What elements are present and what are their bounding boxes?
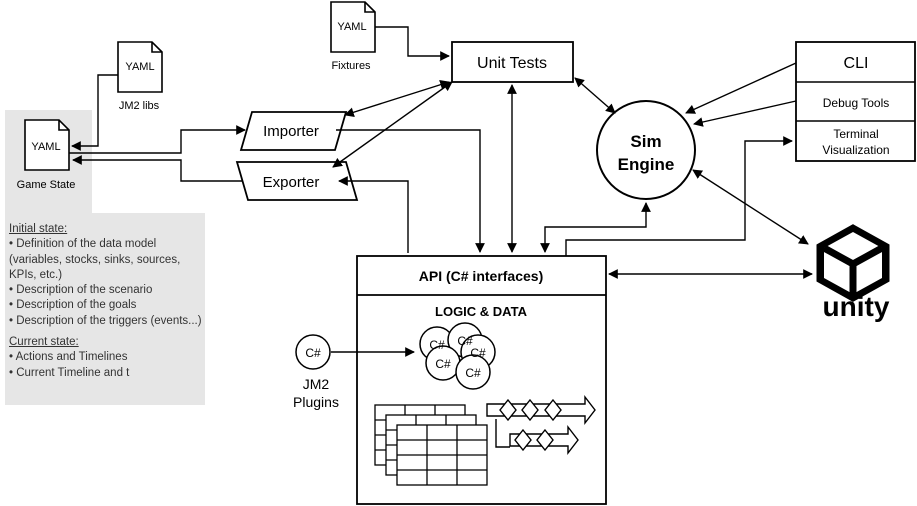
exporter-box (235, 161, 359, 201)
sim-engine-label-2: Engine (618, 155, 675, 174)
fixtures-yaml-label: YAML (337, 21, 366, 33)
unit-tests-label: Unit Tests (477, 55, 547, 72)
initial-item-4: • Description of the triggers (events...… (9, 314, 202, 327)
plugin-cs-label: C# (305, 346, 321, 360)
debug-tools-label: Debug Tools (823, 96, 890, 110)
importer-label: Importer (263, 123, 319, 140)
jm2-libs-yaml-file-icon: YAML (117, 41, 163, 93)
unity-wordmark: unity (823, 291, 890, 322)
game-state-yaml-label: YAML (31, 141, 60, 153)
state-notes: Initial state: • Definition of the data … (9, 222, 205, 381)
current-item-2: • Current Timeline and t (9, 366, 130, 379)
initial-item-2: • Description of the scenario (9, 284, 153, 297)
unit-tests-box (451, 41, 574, 83)
timeline-1-icon (486, 394, 596, 426)
current-item-1: • Actions and Timelines (9, 351, 128, 364)
game-state-yaml-file-icon: YAML (24, 119, 70, 171)
timeline-2-icon (495, 419, 579, 456)
cs-cluster-5: C# (465, 366, 481, 380)
logic-data-label: LOGIC & DATA (435, 304, 528, 319)
plugins-label-2: Plugins (293, 394, 339, 410)
plugin-cs-icon (295, 334, 331, 370)
game-state-caption: Game State (17, 179, 76, 191)
state-notes-panel (5, 213, 205, 405)
cs-cluster-1: C# (429, 338, 445, 352)
fixtures-yaml-file-icon: YAML (330, 1, 376, 53)
sim-engine-label-1: Sim (630, 132, 661, 151)
plugins-label-1: JM2 (303, 376, 330, 392)
api-label: API (C# interfaces) (419, 268, 543, 284)
cs-cluster-2: C# (457, 334, 473, 348)
jm2-libs-caption: JM2 libs (119, 100, 160, 112)
tables-icon (374, 404, 488, 486)
unity-logo-icon (816, 224, 890, 302)
cs-components-cluster: C# C# C# C# C# (419, 322, 496, 390)
jm2-libs-yaml-label: YAML (125, 61, 154, 73)
initial-item-3: • Description of the goals (9, 299, 137, 312)
initial-state-header: Initial state: (9, 223, 68, 235)
cs-cluster-4: C# (435, 357, 451, 371)
initial-item-1: • Definition of the data model (variable… (9, 238, 181, 281)
cli-label: CLI (844, 55, 869, 72)
sim-engine-circle (596, 100, 696, 200)
fixtures-caption: Fixtures (331, 60, 371, 72)
terminal-vis-label-2: Visualization (822, 143, 889, 157)
current-state-header: Current state: (9, 336, 79, 349)
exporter-label: Exporter (263, 174, 320, 191)
terminal-vis-label-1: Terminal (833, 127, 878, 141)
cs-cluster-3: C# (470, 346, 486, 360)
